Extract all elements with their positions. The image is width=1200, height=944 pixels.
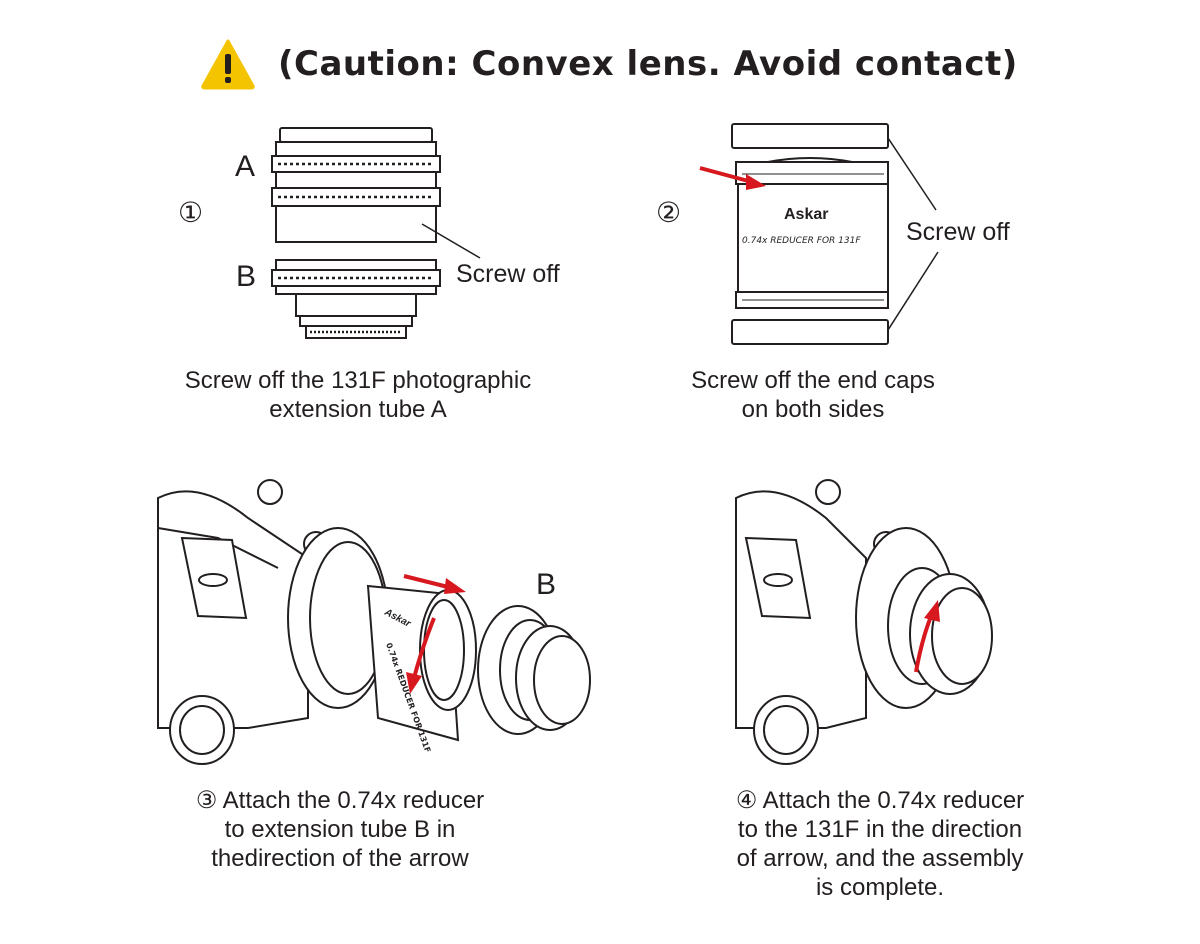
caution-text: (Caution: Convex lens. Avoid contact) [278,44,1018,84]
step3-caption-line2: to extension tube B in [224,816,456,843]
brand-logo-text: Askar [784,206,829,223]
step3-caption: ③ Attach the 0.74x reducer to extension … [150,786,530,873]
step4-caption-line1: ④ Attach the 0.74x reducer [735,787,1025,814]
step4-caption: ④ Attach the 0.74x reducer to the 131F i… [670,786,1090,902]
reducer-diagram [699,123,939,345]
step2-number: ② [656,196,682,229]
telescope-reducer-attach-diagram: Askar 0.74x REDUCER FOR 131F [157,479,591,765]
warning-icon [201,39,255,90]
step4-caption-line3: of arrow, and the assembly [736,845,1024,872]
product-label-text: 0.74x REDUCER FOR 131F [742,236,861,246]
caution-banner: (Caution: Convex lens. Avoid contact) [200,36,1018,92]
step2-caption-line1: Screw off the end caps [691,367,935,394]
step1-caption-line1: Screw off the 131F photographic [184,367,532,394]
step3-caption-line1: ③ Attach the 0.74x reducer [195,787,485,814]
step4-caption-line4: is complete. [815,874,945,901]
label-b: B [236,260,257,293]
step1-caption-line2: extension tube A [269,396,447,423]
step1-screw-off-note: Screw off [456,260,560,288]
step4-caption-line2: to the 131F in the direction [737,816,1023,843]
step2-screw-off-note: Screw off [906,218,1010,246]
step2-caption: Screw off the end caps on both sides [623,366,1003,424]
step3-label-b: B [536,568,557,601]
telescope-assembled-diagram [735,479,993,765]
label-a: A [235,150,256,183]
step2-caption-line2: on both sides [741,396,885,423]
step1-caption: Screw off the 131F photographic extensio… [118,366,598,424]
step3-caption-line3: thedirection of the arrow [211,845,469,872]
extension-tube-diagram [271,127,481,339]
step1-number: ① [178,196,204,229]
